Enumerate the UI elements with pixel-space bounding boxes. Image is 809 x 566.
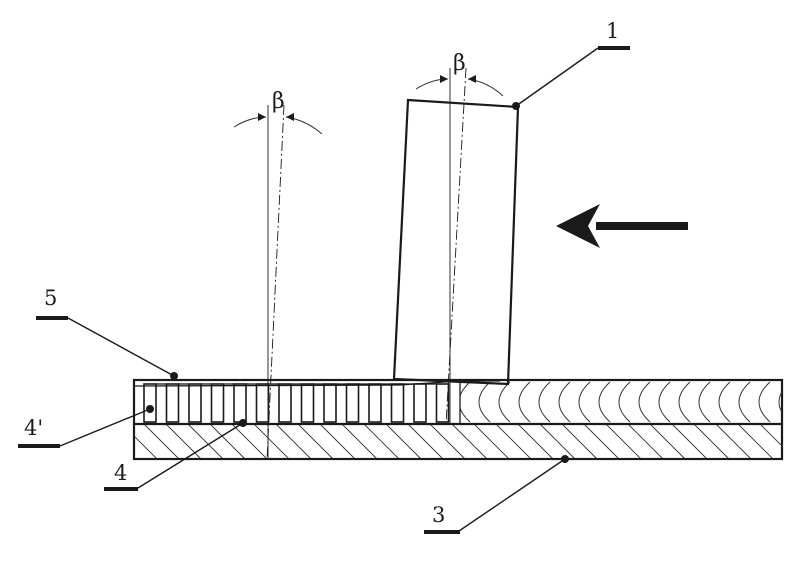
hatch-line [561, 424, 598, 459]
base-plate [132, 378, 784, 461]
beta-label-left: β [272, 89, 285, 114]
stud [188, 383, 202, 423]
hatch-line [134, 457, 136, 459]
hatch-line [209, 424, 246, 459]
label-base-plate: 3 [432, 503, 445, 527]
axis-group-right: β [415, 51, 504, 425]
weld-ripple [498, 381, 511, 423]
stud-row [143, 383, 450, 423]
weld-ripple [518, 381, 531, 423]
angle-arrowhead-icon [286, 113, 294, 121]
callout-stud-end: 4' [18, 405, 154, 448]
hatch-line [275, 424, 312, 459]
hatch-line [539, 424, 576, 459]
beta-label-right: β [453, 51, 466, 76]
tool [392, 98, 520, 386]
hatch-line [297, 424, 334, 459]
weld-ripple [478, 381, 491, 423]
hatch-line [134, 435, 158, 459]
stud [210, 383, 225, 423]
weld-ripple [558, 381, 571, 423]
label-underline [598, 46, 630, 50]
callout-tool: 1 [512, 19, 630, 110]
base-plate-hatching [134, 424, 782, 459]
weld-ripple [638, 381, 651, 423]
stud [345, 383, 360, 423]
hatch-line [187, 424, 224, 459]
callout-base-plate: 3 [424, 455, 569, 534]
stud [390, 383, 405, 423]
hatch-line [451, 424, 488, 459]
weld-ripple [698, 381, 711, 423]
workpiece-outline [132, 378, 784, 461]
hatch-line [341, 424, 378, 459]
callout-stud-row: 4 [104, 419, 247, 491]
hatch-line [737, 424, 774, 459]
weld-ripple [758, 381, 771, 423]
label-underline [424, 530, 460, 534]
label-underline [18, 444, 60, 448]
stud [143, 383, 157, 423]
hatch-line [319, 424, 356, 459]
angle-arrowhead-icon [258, 113, 266, 121]
stud [233, 383, 247, 423]
angle-arrowhead-icon [440, 75, 448, 83]
hatch-line [517, 424, 554, 459]
hatch-line [363, 424, 400, 459]
stud [435, 383, 450, 423]
weld-ripple [778, 390, 782, 414]
label-underline [104, 487, 138, 491]
hatch-line [781, 424, 782, 425]
weld-ripple [658, 381, 671, 423]
hatch-line [165, 424, 202, 459]
weld-ripple [598, 381, 611, 423]
stud [278, 383, 292, 423]
weld-ripple [738, 381, 751, 423]
hatch-line [605, 424, 642, 459]
weld-ripple [460, 381, 471, 423]
weld-ripple [578, 381, 591, 423]
stud [323, 383, 337, 423]
tilted-axis-right [445, 67, 467, 425]
callout-cover-layer: 5 [36, 286, 178, 380]
hatch-line [671, 424, 708, 459]
hatch-line [429, 424, 466, 459]
stud [413, 383, 427, 423]
weld-ripple [718, 381, 731, 423]
hatch-line [143, 424, 180, 459]
weld-seam-zone [459, 380, 782, 424]
stud [368, 383, 382, 423]
tilted-axis-left [266, 104, 285, 461]
weld-ripple [538, 381, 551, 423]
hatch-line [473, 424, 510, 459]
weld-ripple [618, 381, 631, 423]
hatch-line [627, 424, 664, 459]
axis-group-left: β [233, 89, 323, 461]
label-tool: 1 [606, 19, 619, 43]
feed-direction-arrow-icon [556, 204, 688, 248]
stud [300, 383, 315, 423]
hatch-line [231, 424, 268, 459]
hatch-line [649, 424, 686, 459]
stud [165, 383, 180, 423]
hatch-line [693, 424, 730, 459]
hatch-line [583, 424, 620, 459]
hatch-line [407, 424, 444, 459]
label-underline [36, 316, 68, 320]
label-stud-row: 4 [114, 461, 127, 485]
hatch-line [385, 424, 422, 459]
hatch-line [253, 424, 290, 459]
hatch-line [495, 424, 532, 459]
hatch-line [715, 424, 752, 459]
tool-tip-edge [393, 378, 461, 382]
angle-arrowhead-icon [468, 75, 476, 83]
label-cover-layer: 5 [44, 286, 57, 310]
tool-body [392, 98, 520, 386]
hatch-line [759, 424, 782, 447]
weld-ripple [678, 381, 691, 423]
stud [255, 383, 270, 423]
label-stud-end: 4' [24, 416, 43, 440]
